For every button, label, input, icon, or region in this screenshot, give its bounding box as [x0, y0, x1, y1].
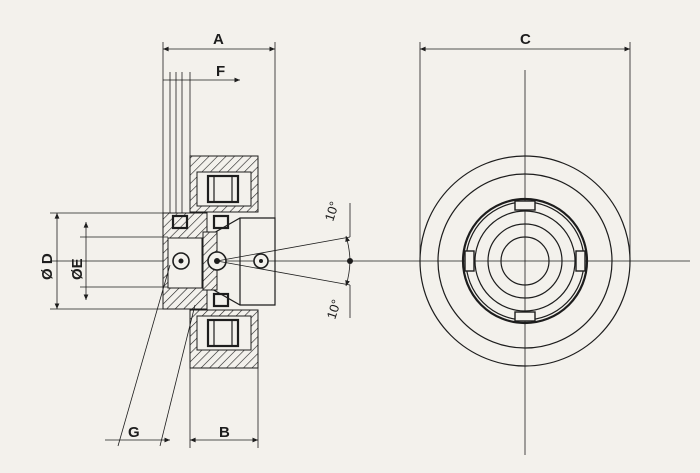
dim-g — [105, 264, 196, 447]
bearing-outer-ring — [461, 197, 589, 325]
front-view — [360, 42, 690, 455]
cage-slot-right — [575, 250, 586, 272]
bearing-inner-ring — [474, 210, 576, 312]
label-g: G — [128, 424, 140, 441]
dim-e — [80, 222, 168, 300]
label-c: C — [520, 31, 531, 48]
label-b: B — [219, 424, 230, 441]
label-a: A — [213, 31, 224, 48]
cage-slot-bottom — [514, 311, 536, 322]
cage-slot-top — [514, 200, 536, 211]
label-angle-bottom: 10° — [324, 298, 344, 321]
dim-a — [162, 42, 276, 218]
hub-ring — [487, 223, 563, 299]
cage-slot-left — [464, 250, 475, 272]
dim-b — [189, 368, 259, 448]
label-d: Ø D — [39, 253, 56, 280]
bearing-upper-cavity — [196, 171, 252, 207]
bearing-upper — [206, 174, 240, 204]
label-f: F — [216, 63, 225, 80]
bolt-lower — [212, 292, 230, 308]
dim-d — [50, 212, 190, 310]
bolt-upper — [171, 214, 189, 230]
side-section-view — [50, 155, 360, 369]
bearing-lower — [206, 318, 240, 348]
tread — [437, 173, 613, 349]
bearing-lower-cavity — [196, 315, 252, 351]
dim-f — [163, 72, 240, 213]
label-angle-top: 10° — [322, 200, 342, 223]
bore — [500, 236, 550, 286]
label-e: ØE — [69, 258, 86, 280]
